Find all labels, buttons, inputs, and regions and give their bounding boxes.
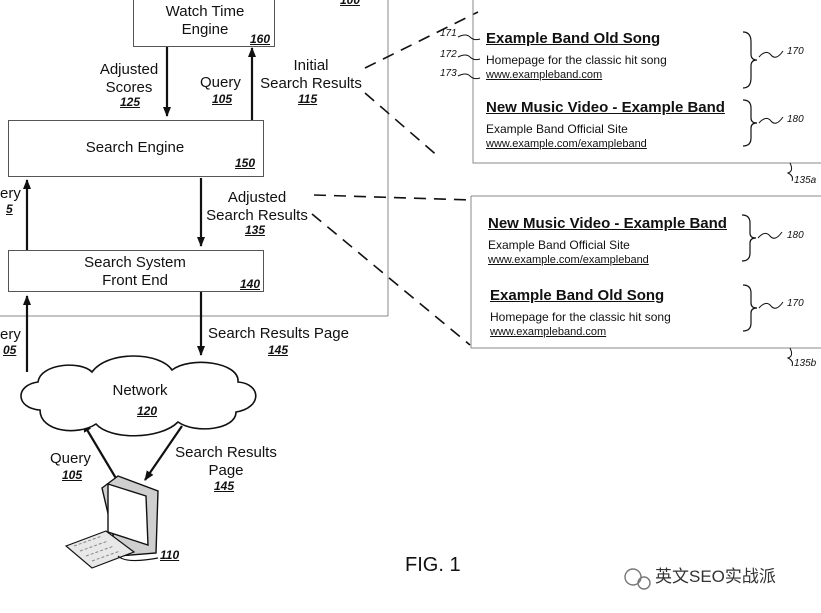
squiggle-170-b: [758, 301, 784, 309]
query-lower-ref: 105: [62, 468, 83, 482]
front-end-label: Search System Front End: [84, 254, 186, 289]
panel-a-result-2-url: www.example.com/exampleband: [486, 138, 647, 150]
panel-a-frame: [472, 0, 821, 164]
panel-a-result-1-ref: 170: [787, 46, 804, 57]
results-page-lower-ref: 145: [214, 479, 235, 493]
left-query-ref-top: 5: [6, 202, 13, 216]
left-query-label-top: ery: [0, 185, 21, 202]
squiggle-172: [457, 54, 481, 61]
brace-170-b: [742, 284, 758, 332]
brace-180-b: [741, 214, 757, 262]
front-end-box: [8, 250, 264, 292]
panel-b-result-2-title: Example Band Old Song: [490, 287, 665, 304]
panel-b-result-1-title: New Music Video - Example Band: [488, 215, 727, 232]
watch-time-engine-ref: 160: [250, 32, 271, 46]
watch-time-engine-box: [133, 0, 275, 47]
adjusted-results-ref: 135: [245, 223, 266, 237]
results-page-upper-ref: 145: [268, 343, 289, 357]
initial-results-label: Initial Search Results: [260, 57, 362, 92]
left-query-ref-bottom: 05: [3, 343, 17, 357]
panel-b-result-2-ref: 170: [787, 298, 804, 309]
results-page-upper-label: Search Results Page: [208, 325, 349, 342]
client-ref: 110: [160, 548, 180, 562]
panel-a-result-1-desc: Homepage for the classic hit song: [486, 53, 667, 67]
left-query-label-bottom: ery: [0, 326, 21, 343]
panel-b-result-1-url: www.example.com/exampleband: [488, 254, 649, 266]
panel-a-leader: [786, 162, 793, 182]
adjusted-scores-ref: 125: [120, 95, 141, 109]
squiggle-180-a: [758, 116, 784, 124]
dash-initial-top: [364, 11, 479, 69]
arrow-query-to-network: [82, 422, 118, 481]
watch-time-engine-label: Watch Time Engine: [165, 3, 245, 38]
panel-b-result-2-url: www.exampleband.com: [490, 326, 607, 338]
brace-170-a: [742, 31, 758, 89]
arrow-network-to-client: [144, 425, 183, 481]
panel-b-leader: [786, 347, 793, 367]
query-upper-ref: 105: [212, 92, 233, 106]
watermark-text: 英文SEO实战派: [655, 567, 776, 586]
search-engine-label: Search Engine: [85, 139, 185, 156]
initial-results-ref: 115: [298, 92, 318, 106]
network-ref: 120: [137, 404, 158, 418]
network-cloud: [20, 355, 257, 437]
panel-a-ref: 135a: [794, 175, 817, 186]
system-ref-fragment: 100: [340, 0, 361, 7]
panel-a-result-2-desc: Example Band Official Site: [486, 122, 628, 136]
watermark-logo-icon: [624, 568, 651, 590]
query-upper-label: Query: [200, 74, 241, 91]
query-lower-label: Query: [50, 450, 91, 467]
brace-180-a: [742, 99, 758, 147]
panel-a-result-1-url: www.exampleband.com: [486, 69, 603, 81]
panel-b-frame: [470, 195, 821, 349]
client-computer: [64, 475, 159, 569]
squiggle-170-a: [758, 50, 784, 58]
front-end-ref: 140: [240, 277, 261, 291]
dash-initial-bottom: [364, 92, 441, 159]
figure-label: FIG. 1: [405, 554, 461, 576]
panel-a-line-ref-171: 171: [440, 28, 457, 39]
panel-a-result-2-title: New Music Video - Example Band: [486, 99, 725, 116]
panel-a-line-ref-173: 173: [440, 68, 457, 79]
dash-adjusted-top: [313, 194, 473, 201]
panel-a-result-2-ref: 180: [787, 114, 804, 125]
panel-a-result-1-title: Example Band Old Song: [486, 30, 661, 47]
search-engine-box: [8, 120, 264, 177]
panel-b-result-1-desc: Example Band Official Site: [488, 238, 630, 252]
adjusted-results-label: Adjusted Search Results: [206, 189, 308, 224]
network-label: Network: [112, 382, 168, 399]
squiggle-180-b: [757, 231, 783, 239]
panel-b-ref: 135b: [794, 358, 817, 369]
dash-adjusted-bottom: [311, 213, 471, 346]
panel-a-line-ref-172: 172: [440, 49, 457, 60]
adjusted-scores-label: Adjusted Scores: [99, 61, 159, 96]
squiggle-171: [457, 34, 481, 41]
panel-b-result-2-desc: Homepage for the classic hit song: [490, 310, 671, 324]
panel-b-result-1-ref: 180: [787, 230, 804, 241]
squiggle-173: [457, 73, 481, 80]
search-engine-ref: 150: [235, 156, 256, 170]
results-page-lower-label: Search Results Page: [175, 444, 277, 479]
